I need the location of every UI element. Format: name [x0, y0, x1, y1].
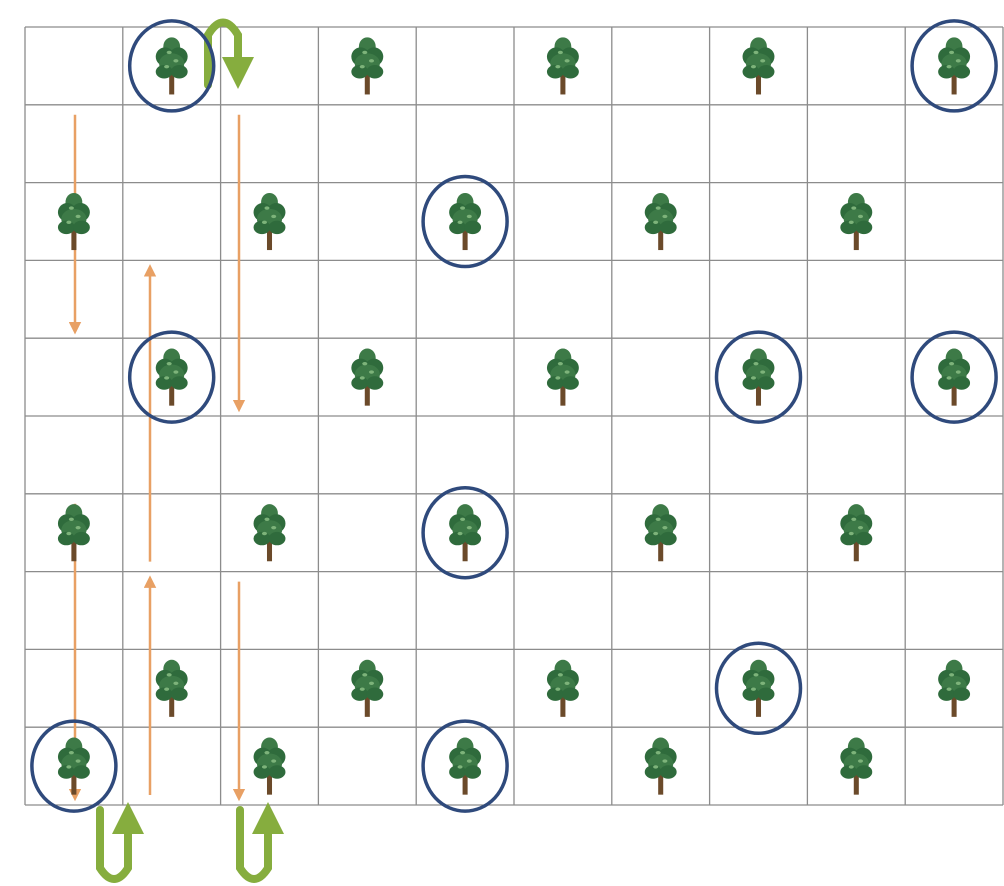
tree-icon — [547, 37, 579, 94]
tree-icon — [58, 738, 90, 795]
movement-arrows — [75, 23, 268, 880]
tree-icon — [156, 660, 188, 717]
tree-icon — [645, 738, 677, 795]
tree-icon — [449, 504, 481, 561]
tree-icon — [351, 660, 383, 717]
tree-icon — [351, 37, 383, 94]
tree-icon — [156, 349, 188, 406]
tree-icon — [743, 660, 775, 717]
tree-icon — [547, 349, 579, 406]
tree-icon — [449, 193, 481, 250]
tree-icon — [840, 193, 872, 250]
tree-icon — [938, 349, 970, 406]
tree-icon — [547, 660, 579, 717]
tree-icon — [254, 193, 286, 250]
tree-icon — [156, 37, 188, 94]
tree-icon — [449, 738, 481, 795]
tree-icon — [840, 504, 872, 561]
tree-icon — [351, 349, 383, 406]
tree-icon — [254, 738, 286, 795]
tree-icon — [743, 349, 775, 406]
u-turn-arrow-icon — [100, 810, 128, 879]
tree-icon — [743, 37, 775, 94]
tree-icon — [58, 504, 90, 561]
tree-icon — [58, 193, 90, 250]
tree-icon — [645, 193, 677, 250]
u-turn-arrow-icon — [240, 810, 268, 879]
tree-icon — [645, 504, 677, 561]
tree-icon — [840, 738, 872, 795]
tree-icon — [938, 660, 970, 717]
tree-icon — [938, 37, 970, 94]
tree-icon — [254, 504, 286, 561]
